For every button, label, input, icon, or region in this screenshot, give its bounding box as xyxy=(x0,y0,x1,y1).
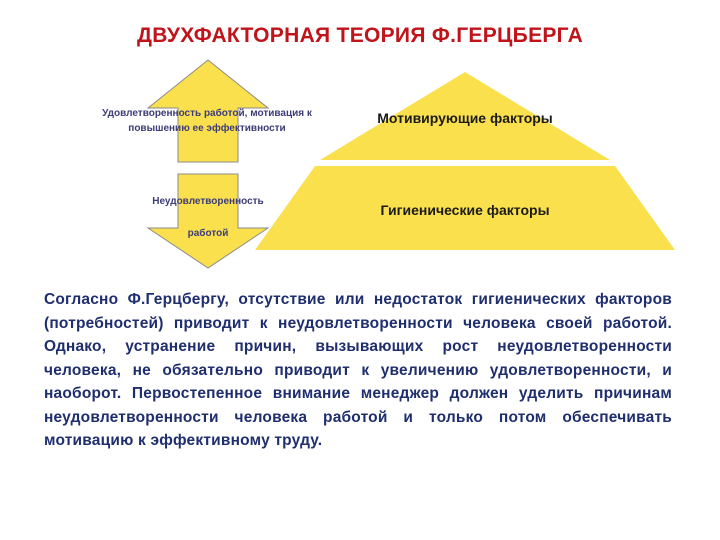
pyramid-bottom-label: Гигиенические факторы xyxy=(380,202,550,218)
page-title: ДВУХФАКТОРНАЯ ТЕОРИЯ Ф.ГЕРЦБЕРГА xyxy=(136,24,584,47)
arrow-up-icon xyxy=(146,59,270,163)
pyramid-bottom-tier xyxy=(255,166,675,250)
pyramid-top-label: Мотивирующие факторы xyxy=(377,110,553,126)
arrow-down-icon xyxy=(146,173,270,269)
pyramid-top-tier xyxy=(320,72,610,160)
arrow-down-label-line1: Неудовлетворенность xyxy=(152,196,264,207)
arrow-down-label-line2: работой xyxy=(187,228,229,239)
body-paragraph: Согласно Ф.Герцбергу, отсутствие или нед… xyxy=(44,291,672,449)
arrow-up-label: Удовлетворенность работой, мотивация к п… xyxy=(102,108,312,134)
